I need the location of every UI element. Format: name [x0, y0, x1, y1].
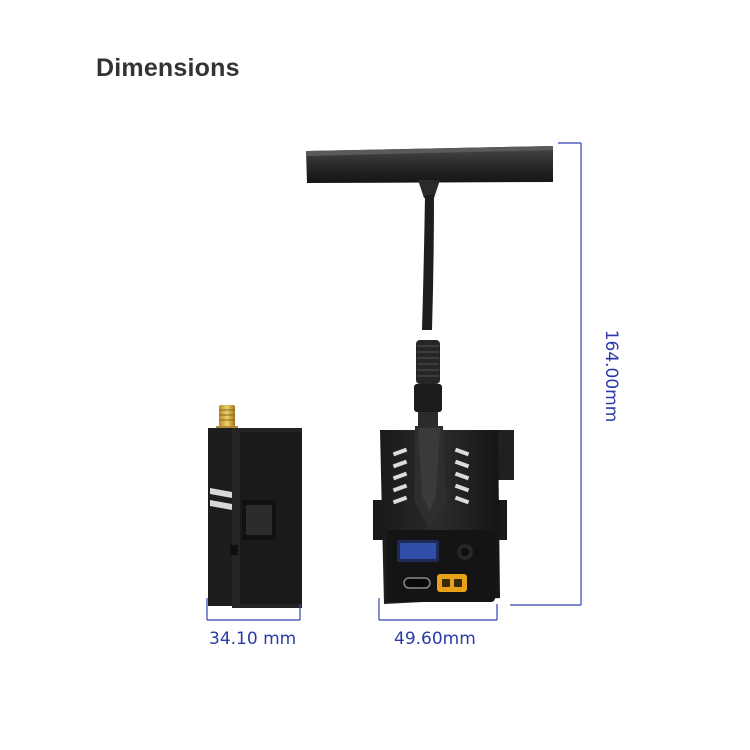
height-dimension-label: 164.00mm [601, 329, 621, 423]
depth-dimension-label: 34.10 mm [209, 629, 297, 649]
module-side [208, 405, 302, 608]
xt30-power-port-icon [437, 574, 467, 592]
module-front [373, 426, 514, 604]
dimension-lines [206, 142, 582, 621]
usb-c-port-icon [403, 577, 431, 589]
page-title: Dimensions [96, 54, 240, 82]
sma-connector-icon [219, 405, 235, 427]
t-antenna [306, 146, 553, 426]
width-dimension-label: 49.60mm [394, 629, 476, 649]
